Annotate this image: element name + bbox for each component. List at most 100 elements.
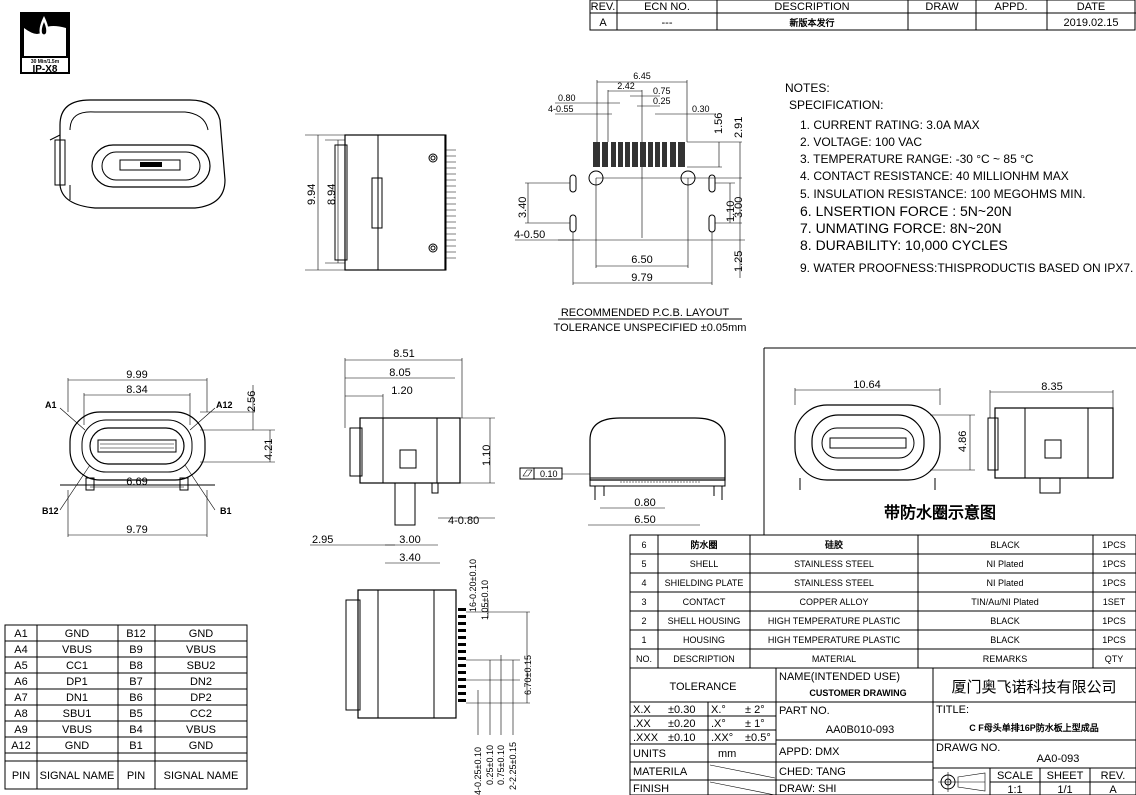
bom-cell: BLACK	[990, 616, 1020, 626]
bom-cell: 1PCS	[1102, 540, 1126, 550]
side-view: 8.51 8.05 1.20 1.10 4-0.80 2.95 3.00 3.4…	[310, 348, 495, 564]
dim-3-40: 3.40	[517, 197, 529, 218]
bom-cell: 防水圈	[690, 539, 717, 550]
note-item: 4. CONTACT RESISTANCE: 40 MILLIONHM MAX	[800, 169, 1069, 183]
checked-by: CHED: TANG	[779, 766, 846, 778]
note-item: 9. WATER PROOFNESS:THISPRODUCTIS BASED O…	[800, 261, 1133, 275]
flatness-tolerance: 0.10	[540, 469, 558, 479]
bom-cell: NI Plated	[986, 578, 1023, 588]
dim-9-99: 9.99	[126, 369, 147, 381]
pin-number-cell: A7	[14, 692, 27, 704]
note-item: 7. UNMATING FORCE: 8N~20N	[800, 220, 1002, 236]
pin-signal-cell: DP2	[190, 692, 211, 704]
bom-header: REMARKS	[983, 654, 1028, 664]
dim-4-0-55: 4-0.55	[548, 104, 574, 114]
pin-signal-cell: VBUS	[186, 724, 216, 736]
dim-6-69: 6.69	[126, 476, 147, 488]
bom-header: MATERIAL	[812, 654, 856, 664]
dim-1-25: 1.25	[733, 251, 745, 272]
units-label: UNITS	[633, 748, 666, 760]
drawing-no-value: AA0-093	[1037, 753, 1080, 765]
dim-8-94: 8.94	[326, 184, 338, 205]
pin-number-cell: B1	[129, 740, 142, 752]
bom-cell: TIN/Au/NI Plated	[971, 597, 1039, 607]
dim-8-05: 8.05	[389, 367, 410, 379]
front-view: 9.99 8.34 A1 A12 2.56 4.21 B12 B1 6.69 9…	[42, 369, 275, 537]
pin-number-cell: A9	[14, 724, 27, 736]
units-value: mm	[718, 748, 736, 760]
top-view: 9.94 8.94	[305, 134, 456, 271]
dim-9-79: 9.79	[631, 272, 652, 284]
dim-2-42: 2.42	[617, 81, 635, 91]
tolerance-cell: .XX	[633, 718, 651, 730]
dim-3-00: 3.00	[733, 197, 745, 218]
dim-4-0-50: 4-0.50	[514, 229, 545, 241]
dim-10-64: 10.64	[853, 379, 881, 391]
dim-8-34: 8.34	[126, 384, 147, 396]
bom-cell: 1	[641, 635, 646, 645]
dim-16-0-20: 16-0.20±0.10	[468, 559, 478, 612]
tolerance-cell: .X°	[711, 718, 726, 730]
tolerance-label: TOLERANCE	[669, 681, 736, 693]
pin-signal-cell: VBUS	[186, 644, 216, 656]
dim-9-79-front: 9.79	[126, 524, 147, 536]
pin-signal-cell: DN1	[66, 692, 88, 704]
logo-rating-text: IP-X8	[32, 64, 57, 75]
dim-2-56: 2.56	[246, 391, 258, 412]
pin-signal-cell: GND	[189, 740, 214, 752]
dim-1-10-side: 1.10	[481, 445, 493, 466]
pin-number-cell: B4	[129, 724, 142, 736]
pin-label-a12: A12	[216, 400, 233, 410]
description-value: 新版本发行	[789, 17, 834, 28]
pin-number-cell: B6	[129, 692, 142, 704]
drawing-no-label: DRAWG NO.	[936, 742, 1000, 754]
bottom-view: 16-0.20±0.10 1.05±0.10 6.70±0.15 4-0.25±…	[345, 559, 533, 795]
dim-3-00-side: 3.00	[399, 534, 420, 546]
dim-1-56: 1.56	[713, 113, 725, 134]
notes-title: NOTES:	[785, 81, 830, 95]
title-value: C F母头单排16P防水板上型成品	[969, 722, 1099, 733]
dim-4-0-25: 4-0.25±0.10	[473, 747, 483, 795]
waterproof-view: 10.64 8.35 4.86 带防水圈示意图	[763, 347, 1136, 535]
approved-by: APPD: DMX	[779, 746, 840, 758]
bom-cell: HIGH TEMPERATURE PLASTIC	[768, 616, 901, 626]
ip-x8-logo: 30 Min/1.5m IP-X8	[20, 12, 70, 75]
rev-header: REV.	[591, 1, 616, 13]
description-header: DESCRIPTION	[774, 1, 849, 13]
bom-cell: 3	[641, 597, 646, 607]
pin-label-a1: A1	[45, 400, 57, 410]
pin-label-b1: B1	[220, 506, 232, 516]
drawn-by: DRAW: SHI	[779, 783, 836, 795]
dim-9-94: 9.94	[306, 184, 318, 205]
pin-number-cell: A1	[14, 628, 27, 640]
pin-number-cell: A4	[14, 644, 27, 656]
bom-cell: 硅胶	[825, 539, 843, 550]
dim-3-40-side: 3.40	[399, 552, 420, 564]
dim-2-91: 2.91	[733, 117, 745, 138]
bom-cell: 1PCS	[1102, 616, 1126, 626]
pin-signal-cell: SBU2	[187, 660, 216, 672]
bom-cell: 5	[641, 559, 646, 569]
rev-label: REV.	[1101, 770, 1126, 782]
dim-6-45: 6.45	[633, 71, 651, 81]
ecn-header: ECN NO.	[644, 1, 690, 13]
title-block: TOLERANCE X.X ±0.30 X.° ± 2° .XX ±0.20 .…	[629, 667, 1136, 795]
bom-header: DESCRIPTION	[673, 654, 735, 664]
tolerance-cell: ±0.5°	[745, 732, 771, 744]
sheet-label: SHEET	[1047, 770, 1084, 782]
dim-6-50-rear: 6.50	[634, 514, 655, 526]
note-item: 6. LNSERTION FORCE : 5N~20N	[800, 203, 1012, 219]
dim-0-80-rear: 0.80	[634, 497, 655, 509]
tolerance-cell: .XXX	[633, 732, 659, 744]
dim-1-05: 1.05±0.10	[480, 580, 490, 620]
rev-value: A	[599, 17, 607, 29]
part-no-label: PART NO.	[779, 705, 830, 717]
pin-number-cell: B12	[126, 628, 146, 640]
bom-cell: SHELL HOUSING	[668, 616, 741, 626]
note-item: 5. INSULATION RESISTANCE: 100 MEGOHMS MI…	[800, 187, 1086, 201]
pin-label-b12: B12	[42, 506, 59, 516]
dim-0-75-bottom: 0.75±0.10	[496, 745, 506, 785]
pcb-layout-title: RECOMMENDED P.C.B. LAYOUT	[561, 307, 730, 319]
